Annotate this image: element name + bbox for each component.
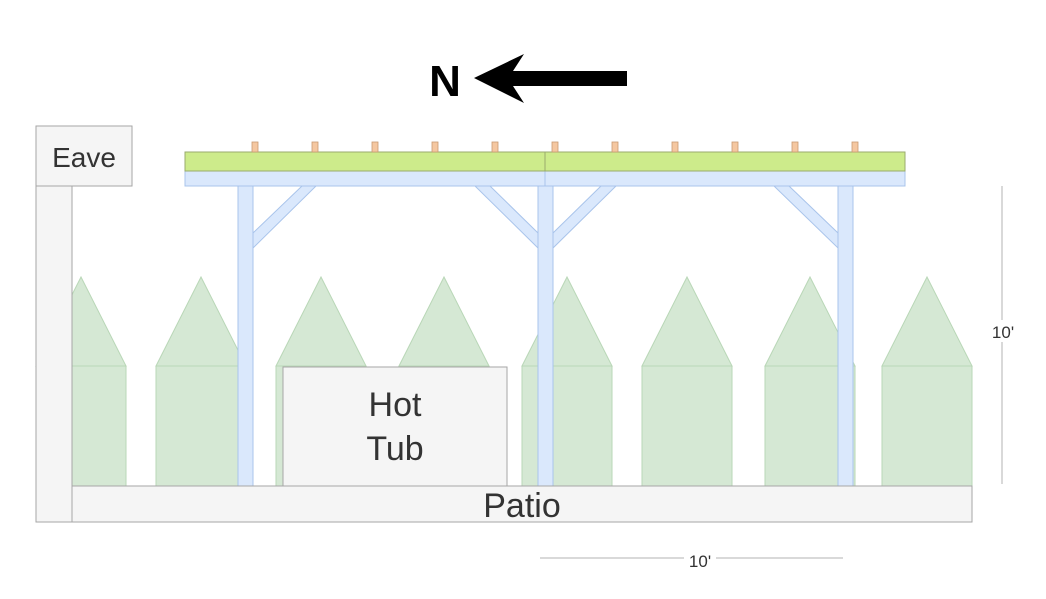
eave-label: Eave [52, 142, 116, 173]
width-dimension: 10' [540, 549, 843, 571]
post-middle [537, 185, 554, 487]
hot-tub-label-line2: Tub [366, 430, 423, 468]
tree [641, 275, 733, 487]
tree [155, 275, 247, 487]
arrow-left-icon [474, 54, 627, 103]
eave-wall [35, 185, 73, 523]
roof [184, 151, 906, 172]
eave-box: Eave [35, 125, 133, 187]
hot-tub-label-line1: Hot [369, 386, 422, 424]
brace [252, 185, 318, 250]
braces [252, 185, 839, 250]
patio: Patio [71, 485, 973, 525]
tree [881, 275, 973, 487]
brace [473, 185, 539, 250]
north-indicator: N [429, 54, 627, 106]
patio-label: Patio [483, 487, 561, 525]
posts [237, 185, 854, 487]
brace [552, 185, 618, 250]
height-dimension-label: 10' [992, 323, 1014, 342]
post-right [837, 185, 854, 487]
hot-tub: Hot Tub [282, 366, 508, 488]
rafter-tails [251, 141, 859, 153]
height-dimension: 10' [989, 186, 1017, 484]
brace [772, 185, 839, 250]
post-left [237, 185, 254, 487]
tree [521, 275, 613, 487]
beam [184, 170, 906, 187]
width-dimension-label: 10' [689, 552, 711, 571]
north-label: N [429, 57, 461, 106]
